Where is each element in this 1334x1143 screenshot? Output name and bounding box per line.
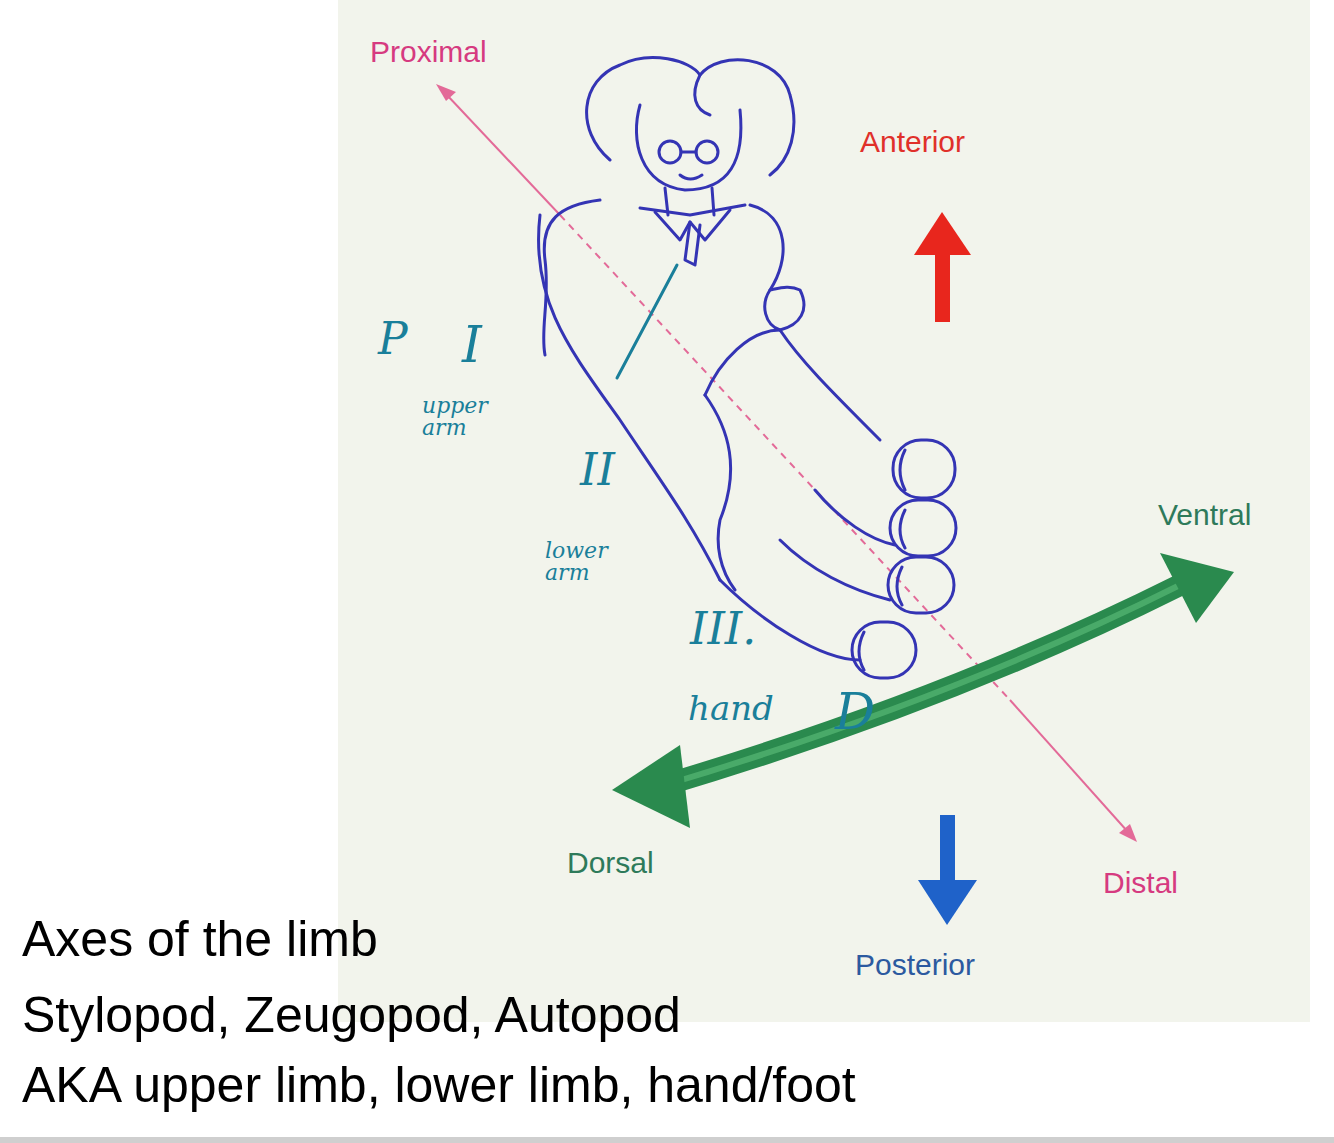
arrow-shaft bbox=[940, 815, 955, 885]
arrow-shaft bbox=[935, 250, 950, 322]
handwritten-note: upper arm bbox=[422, 395, 502, 439]
handwritten-note: hand bbox=[688, 690, 774, 727]
arrow-highlight bbox=[665, 585, 1180, 785]
axis-label: Anterior bbox=[860, 125, 965, 158]
bottom-rule bbox=[0, 1137, 1334, 1143]
handwritten-note: lower arm bbox=[545, 540, 625, 584]
axis-label: Ventral bbox=[1158, 498, 1251, 531]
axis-label: Posterior bbox=[855, 948, 975, 981]
caption-line: AKA upper limb, lower limb, hand/foot bbox=[22, 1058, 856, 1113]
axis-line bbox=[446, 94, 560, 215]
slide-image-ground bbox=[338, 0, 1310, 1022]
axis-label: Proximal bbox=[370, 35, 487, 68]
arrowhead bbox=[612, 745, 690, 828]
axis-line bbox=[1010, 700, 1128, 832]
handwritten-note: II bbox=[580, 446, 615, 494]
arrowhead bbox=[918, 880, 977, 925]
arrowhead bbox=[436, 84, 456, 101]
handwritten-note: I bbox=[462, 318, 482, 373]
arrowhead bbox=[1160, 553, 1234, 623]
handwritten-note: P bbox=[378, 315, 408, 363]
caption-line: Stylopod, Zeugopod, Autopod bbox=[22, 988, 681, 1043]
caption-line: Axes of the limb bbox=[22, 912, 378, 967]
axis-line bbox=[560, 215, 1010, 700]
axis-label: Distal bbox=[1103, 866, 1178, 899]
handwritten-line bbox=[617, 265, 677, 378]
handwritten-note: III. bbox=[690, 605, 756, 653]
arrowhead bbox=[914, 212, 971, 255]
axis-label: Dorsal bbox=[567, 846, 654, 879]
arrowhead bbox=[1119, 824, 1137, 842]
handwritten-note: D bbox=[835, 685, 875, 740]
arrow-shaft bbox=[665, 585, 1180, 785]
